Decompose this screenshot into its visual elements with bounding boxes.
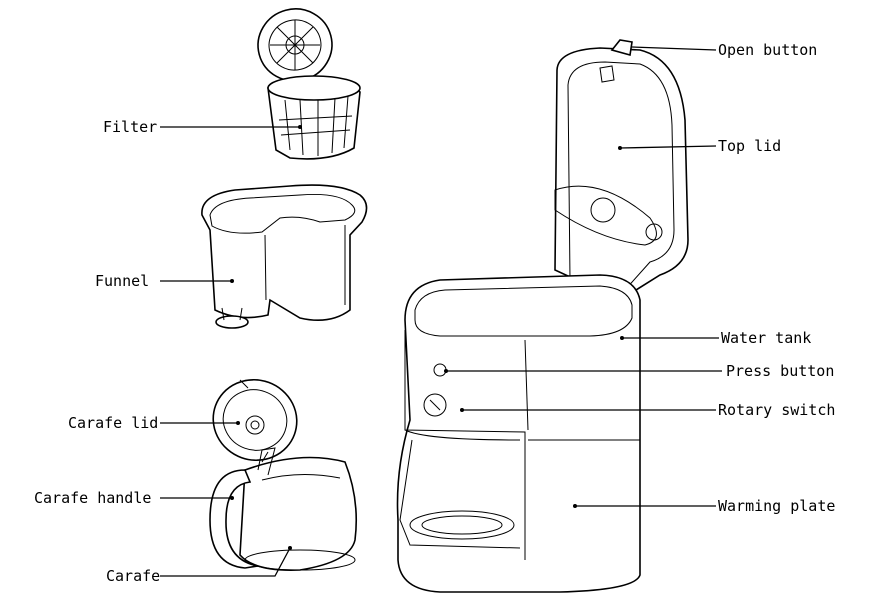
leader-lines <box>160 46 722 577</box>
carafe-illustration <box>209 447 358 572</box>
carafe-label: Carafe <box>106 567 161 585</box>
filter-label: Filter <box>103 118 158 136</box>
filter-illustration <box>257 8 361 160</box>
water-tank-leader-dot <box>620 336 624 340</box>
carafe-handle-label: Carafe handle <box>34 489 152 507</box>
funnel-illustration <box>201 184 368 329</box>
top-lid-leader-line <box>619 145 717 149</box>
carafe-leader-dot <box>288 546 292 550</box>
funnel-leader-dot <box>230 279 234 283</box>
open-button-leader-line <box>631 46 717 51</box>
carafe-lid-illustration <box>212 378 298 463</box>
rotary-switch-label: Rotary switch <box>718 401 836 419</box>
press-button-leader-dot <box>444 369 448 373</box>
carafe-handle-leader-dot <box>230 496 234 500</box>
top-lid-leader-dot <box>618 146 622 150</box>
carafe-lid-leader-dot <box>236 421 240 425</box>
carafe-lid-label: Carafe lid <box>68 414 159 432</box>
warming-plate-leader-dot <box>573 504 577 508</box>
press-button-label: Press button <box>726 362 835 380</box>
top-lid-label: Top lid <box>718 137 782 155</box>
warming-plate-label: Warming plate <box>718 497 836 515</box>
rotary-switch-leader-dot <box>460 408 464 412</box>
open-button-label: Open button <box>718 41 818 59</box>
water-tank-label: Water tank <box>721 329 812 347</box>
filter-leader-dot <box>298 125 302 129</box>
carafe-leader-line <box>160 547 291 577</box>
coffee-maker-illustration <box>396 39 689 593</box>
funnel-label: Funnel <box>95 272 150 290</box>
